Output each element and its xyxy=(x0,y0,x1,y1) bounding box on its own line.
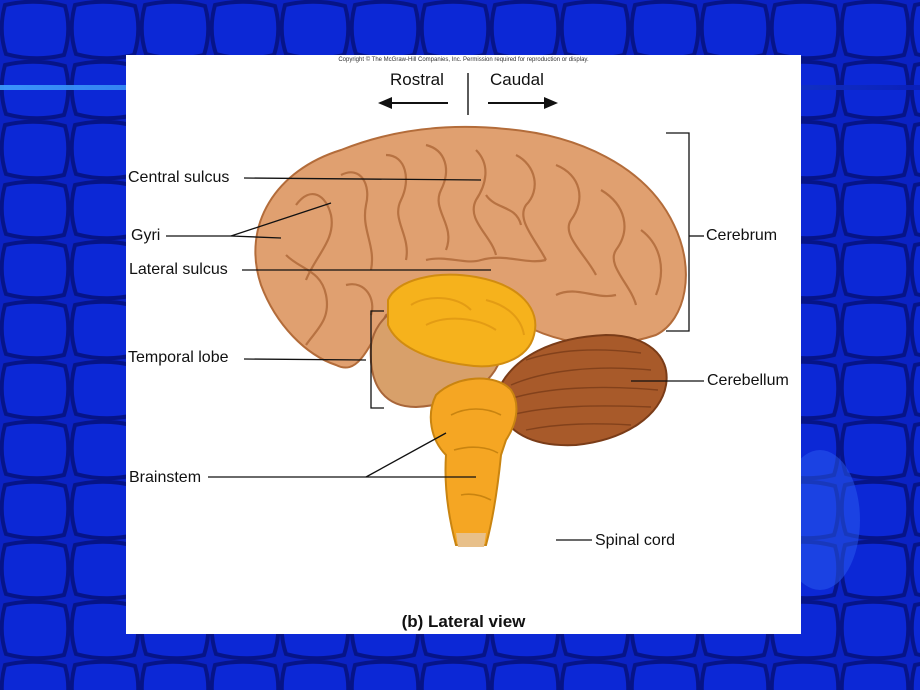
rostral-label: Rostral xyxy=(390,70,444,89)
central-sulcus-label: Central sulcus xyxy=(128,169,230,186)
figure-caption: (b) Lateral view xyxy=(401,612,526,631)
caudal-arrow xyxy=(488,97,558,109)
rostral-arrow xyxy=(378,97,448,109)
caudal-label: Caudal xyxy=(490,70,544,89)
cerebellum-label: Cerebellum xyxy=(707,372,789,389)
diagram-panel: Copyright © The McGraw-Hill Companies, I… xyxy=(126,55,801,634)
brain-illustration xyxy=(166,73,704,547)
diencephalon-shape xyxy=(387,273,537,368)
gyri-folds xyxy=(285,143,663,346)
temporal-lobe-label: Temporal lobe xyxy=(128,349,229,366)
copyright-notice: Copyright © The McGraw-Hill Companies, I… xyxy=(338,57,589,63)
lateral-sulcus-label: Lateral sulcus xyxy=(129,261,228,278)
brainstem-shape xyxy=(429,377,518,546)
spinal-cord-label: Spinal cord xyxy=(595,532,676,549)
cerebrum-label: Cerebrum xyxy=(706,227,778,244)
spinal-cord-tip xyxy=(456,533,486,547)
brainstem-label: Brainstem xyxy=(129,469,202,486)
gyri-label: Gyri xyxy=(131,227,161,244)
cerebellum-shape xyxy=(494,333,668,447)
